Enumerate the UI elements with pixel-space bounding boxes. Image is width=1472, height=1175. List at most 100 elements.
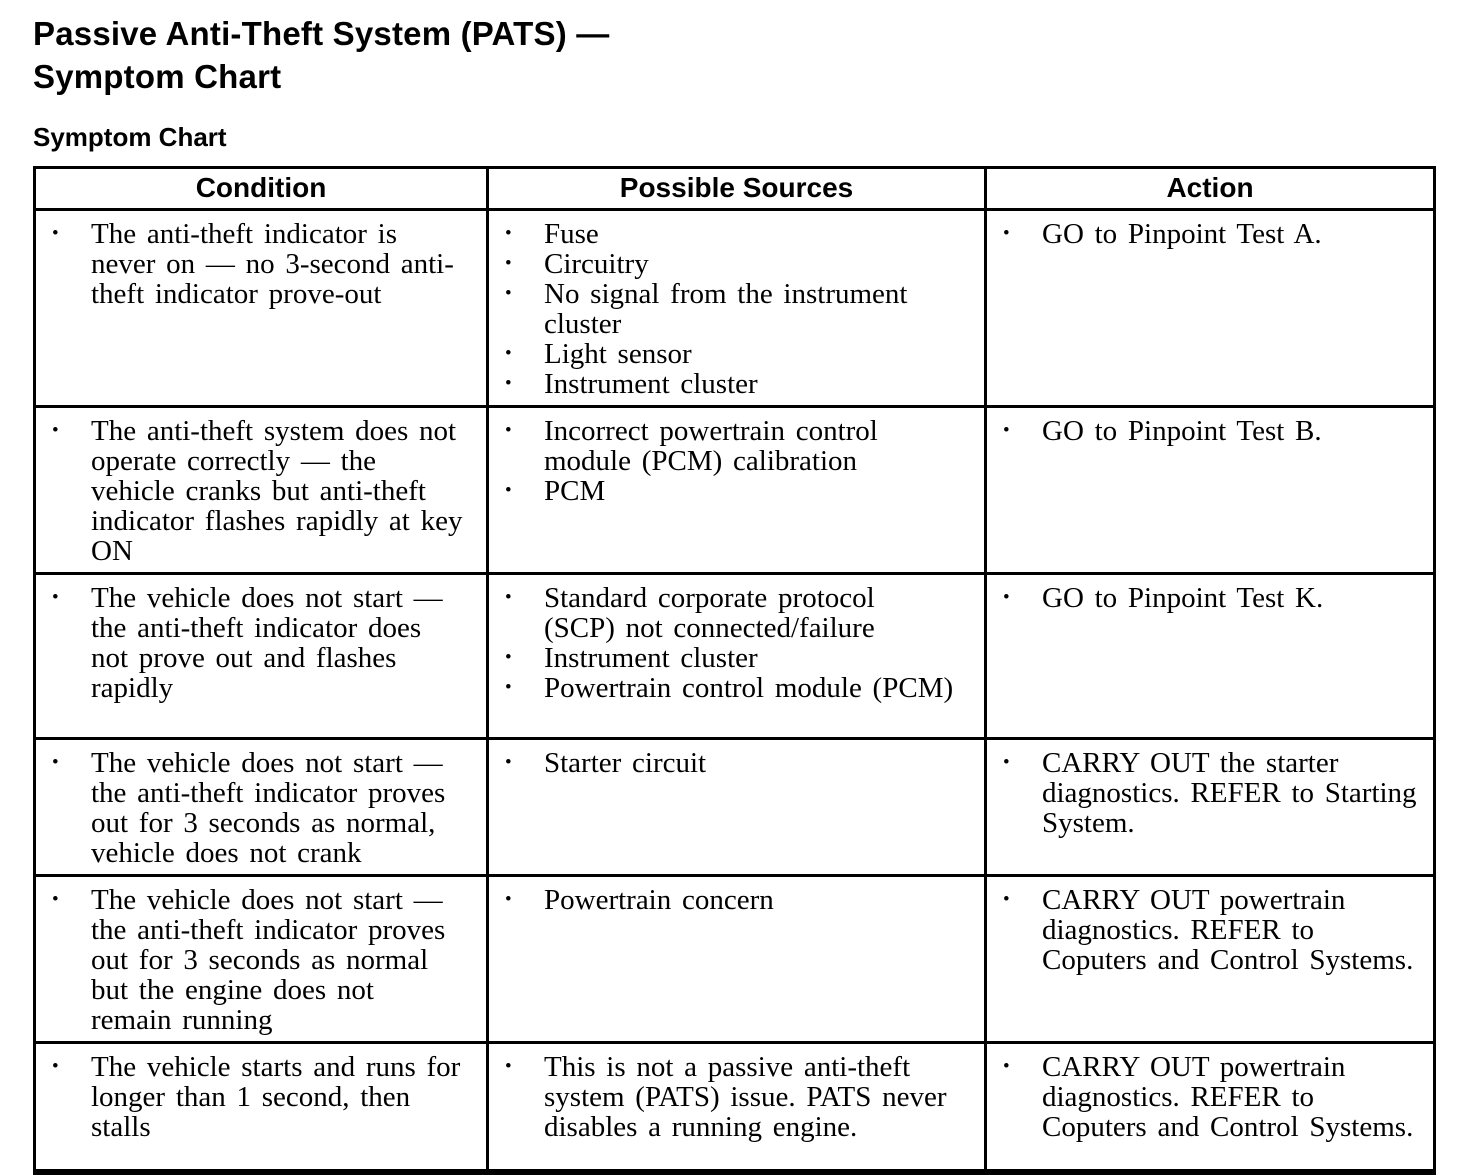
bullet-text: PCM (544, 475, 606, 507)
table-row: • The anti-theft indicator is never on — … (33, 208, 1436, 408)
condition-cell: •The anti-theft system does not operate … (33, 405, 489, 575)
bullet-item: • PCM (489, 476, 984, 506)
bullet-text: Powertrain concern (544, 884, 774, 916)
bullet-icon: • (505, 677, 512, 698)
bullet-text: CARRY OUT the starter diagnostics. REFER… (1042, 747, 1417, 839)
condition-cell: • The vehicle does not start — the anti-t… (33, 737, 489, 877)
bullet-text: Light sensor (544, 338, 692, 370)
bullet-text: Standard corporate protocol (SCP) not co… (544, 582, 875, 644)
condition-cell: • The vehicle does not start — the anti-t… (33, 874, 489, 1044)
condition-cell: • The vehicle starts and runs for longer … (33, 1041, 489, 1174)
bullet-text: Starter circuit (544, 747, 707, 779)
bullet-item: •CARRY OUT powertrain diagnostics. REFER… (987, 1052, 1433, 1142)
bullet-text: Fuse (544, 218, 599, 250)
table-row: • The vehicle starts and runs for longer … (33, 1041, 1436, 1174)
bullet-item: • The vehicle does not start — the anti-t… (36, 885, 486, 1035)
bullet-item: • The anti-theft indicator is never on — … (36, 219, 486, 309)
bullet-text: Incorrect powertrain control module (PCM… (544, 415, 878, 477)
action-cell: • GO to Pinpoint Test K. (984, 572, 1436, 740)
bullet-text: The vehicle does not start — the anti-th… (91, 884, 446, 1036)
bullet-icon: • (505, 253, 512, 274)
column-header-condition: Condition (33, 166, 489, 211)
bullet-icon: • (1003, 420, 1010, 441)
table-row: • The anti-theft system does not operate … (33, 405, 1436, 575)
bullet-icon: • (52, 889, 59, 910)
sources-cell: • Incorrect powertrain control module (PC… (486, 405, 987, 575)
symptom-table-body: • The anti-theft indicator is never on — … (33, 208, 1436, 1174)
bullet-text: Instrument cluster (544, 642, 758, 674)
symptom-chart-table: Condition Possible Sources Action • The a… (33, 166, 1436, 1175)
bullet-text: The anti-theft system does not operate c… (91, 415, 463, 567)
bullet-text: The vehicle does not start — the anti-th… (91, 747, 446, 869)
bullet-text: GO to Pinpoint Test K. (1042, 582, 1324, 614)
bullet-item: • Powertrain control module (PCM) (489, 673, 984, 703)
bullet-text: The vehicle does not start — the anti-th… (91, 582, 443, 704)
bullet-item: • Light sensor (489, 339, 984, 369)
bullet-text: GO to Pinpoint Test B. (1042, 415, 1322, 447)
bullet-text: CARRY OUT powertrain diagnostics. REFER … (1042, 884, 1414, 976)
bullet-icon: • (505, 889, 512, 910)
bullet-icon: • (1003, 587, 1010, 608)
table-row: • The vehicle does not start — the anti-t… (33, 737, 1436, 877)
action-cell: • GO to Pinpoint Test B. (984, 405, 1436, 575)
bullet-icon: • (52, 752, 59, 773)
bullet-icon: • (505, 420, 512, 441)
bullet-item: • The vehicle does not start — the anti-t… (36, 748, 486, 868)
bullet-item: • Instrument cluster (489, 643, 984, 673)
bullet-item: • Starter circuit (489, 748, 984, 778)
bullet-item: •Standard corporate protocol (SCP) not c… (489, 583, 984, 643)
bullet-item: • Incorrect powertrain control module (PC… (489, 416, 984, 476)
condition-cell: • The anti-theft indicator is never on — … (33, 208, 489, 408)
bullet-item: • Powertrain concern (489, 885, 984, 915)
bullet-item: • CARRY OUT powertrain diagnostics. REFER… (987, 885, 1433, 975)
bullet-icon: • (505, 647, 512, 668)
bullet-item: •The anti-theft system does not operate … (36, 416, 486, 566)
bullet-text: GO to Pinpoint Test A. (1042, 218, 1322, 250)
table-row: • The vehicle does not start — the anti-t… (33, 874, 1436, 1044)
action-cell: •CARRY OUT the starter diagnostics. REFE… (984, 737, 1436, 877)
bullet-item: • Fuse (489, 219, 984, 249)
section-heading: Symptom Chart (33, 122, 227, 152)
action-cell: •CARRY OUT powertrain diagnostics. REFER… (984, 1041, 1436, 1174)
bullet-item: •Instrument cluster (489, 369, 984, 399)
bullet-item: • GO to Pinpoint Test K. (987, 583, 1433, 613)
bullet-icon: • (505, 752, 512, 773)
bullet-icon: • (505, 1056, 512, 1077)
sources-cell: • Standard corporate protocol (SCP) not c… (486, 572, 987, 740)
column-header-action: Action (984, 166, 1436, 211)
bullet-item: • GO to Pinpoint Test B. (987, 416, 1433, 446)
bullet-icon: • (52, 587, 59, 608)
bullet-icon: • (505, 373, 512, 394)
action-cell: • GO to Pinpoint Test A. (984, 208, 1436, 408)
bullet-item: •CARRY OUT the starter diagnostics. REFE… (987, 748, 1433, 838)
bullet-item: • Circuitry (489, 249, 984, 279)
bullet-text: This is not a passive anti-theft system … (544, 1051, 947, 1143)
bullet-icon: • (52, 223, 59, 244)
bullet-text: Circuitry (544, 248, 649, 280)
table-header-row: Condition Possible Sources Action (33, 166, 1436, 211)
bullet-text: CARRY OUT powertrain diagnostics. REFER … (1042, 1051, 1414, 1143)
bullet-text: The anti-theft indicator is never on — n… (91, 218, 454, 310)
condition-cell: • The vehicle does not start — the anti-t… (33, 572, 489, 740)
bullet-icon: • (505, 223, 512, 244)
bullet-icon: • (1003, 889, 1010, 910)
bullet-text: Powertrain control module (PCM) (544, 672, 954, 704)
bullet-item: • This is not a passive anti-theft system… (489, 1052, 984, 1142)
bullet-item: • No signal from the instrument cluster (489, 279, 984, 339)
action-cell: • CARRY OUT powertrain diagnostics. REFER… (984, 874, 1436, 1044)
bullet-icon: • (505, 283, 512, 304)
sources-cell: • Starter circuit (486, 737, 987, 877)
bullet-text: The vehicle starts and runs for longer t… (91, 1051, 461, 1143)
sources-cell: • Powertrain concern (486, 874, 987, 1044)
bullet-icon: • (1003, 223, 1010, 244)
bullet-icon: • (52, 1056, 59, 1077)
bullet-text: No signal from the instrument cluster (544, 278, 908, 340)
bullet-item: • GO to Pinpoint Test A. (987, 219, 1433, 249)
bullet-item: • The vehicle does not start — the anti-t… (36, 583, 486, 703)
sources-cell: • This is not a passive anti-theft system… (486, 1041, 987, 1174)
bullet-icon: • (505, 480, 512, 501)
page-title: Passive Anti-Theft System (PATS) — Sympt… (33, 15, 610, 95)
bullet-icon: • (505, 343, 512, 364)
bullet-item: • The vehicle starts and runs for longer … (36, 1052, 486, 1142)
